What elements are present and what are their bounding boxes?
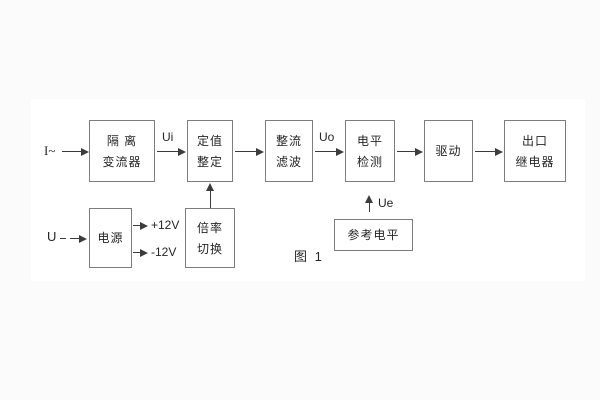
block-relay-line2: 继电器 [515,154,555,169]
block-level-line2: 检测 [356,154,383,169]
block-power-label: 电源 [97,231,124,245]
block-ratio-switch: 倍率 切换 [185,208,235,268]
block-output-relay: 出口 继电器 [504,120,566,182]
input-current-label: I~ [44,143,56,158]
block-ratio-line1: 倍率 [196,220,223,235]
block-setting-line2: 整定 [196,154,223,169]
block-setting-adjust: 定值 整定 [187,120,233,182]
signal-ui-label: Ui [162,130,174,144]
rail-minus12-label: -12V [151,245,177,259]
rail-plus12-label: +12V [151,218,180,232]
block-ratio-line2: 切换 [196,241,223,256]
diagram-panel: 隔 离 变流器 定值 整定 整流 滤波 电平 检测 驱动 出口 继电器 电源 倍… [31,99,585,281]
figure-caption: 图 1 [294,249,324,264]
block-reference-level: 参考电平 [334,219,413,251]
block-reference-label: 参考电平 [347,228,400,242]
block-setting-line1: 定值 [196,133,223,148]
block-level-line1: 电平 [356,133,383,148]
block-rectifier-line2: 滤波 [275,154,302,169]
signal-uo-label: Uo [319,130,335,144]
block-drive: 驱动 [424,120,473,182]
block-rectifier-filter: 整流 滤波 [265,120,313,182]
input-voltage-label: U [47,229,57,244]
block-power-supply: 电源 [89,208,132,268]
block-isolation-transformer: 隔 离 变流器 [89,120,155,182]
block-isolation-line2: 变流器 [102,154,142,169]
signal-ue-label: Ue [378,196,394,210]
block-level-detect: 电平 检测 [345,120,395,182]
block-drive-label: 驱动 [435,144,462,158]
block-isolation-line1: 隔 离 [106,133,138,148]
block-rectifier-line1: 整流 [275,133,302,148]
block-relay-line1: 出口 [521,133,548,148]
